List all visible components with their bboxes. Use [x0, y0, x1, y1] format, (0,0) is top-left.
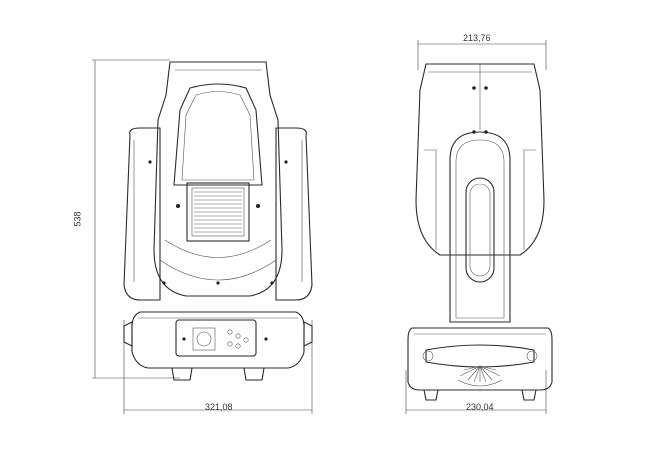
- front-width-label: 321,08: [205, 402, 233, 412]
- front-view: [92, 59, 313, 414]
- side-width-label: 230,04: [466, 402, 494, 412]
- height-label: 538: [72, 211, 83, 227]
- top-width-label: 213,76: [463, 33, 491, 43]
- side-view: [405, 40, 553, 414]
